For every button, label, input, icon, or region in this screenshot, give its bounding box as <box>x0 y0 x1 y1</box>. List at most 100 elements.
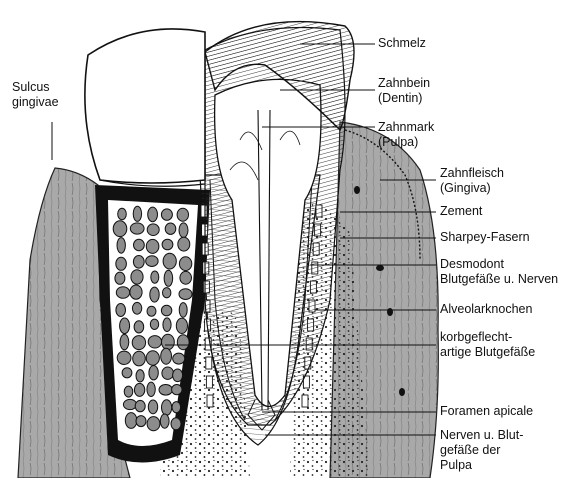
label-zahnmark-line2: (Pulpa) <box>378 135 434 150</box>
bone-cell <box>161 305 171 316</box>
bone-cell <box>162 400 172 416</box>
label-zahnbein-line1: Zahnbein <box>378 76 430 91</box>
bone-cell <box>163 253 176 269</box>
bone-cell <box>162 334 175 349</box>
bone-cell <box>130 223 144 234</box>
bone-cell <box>163 288 171 298</box>
bone-cell <box>113 221 127 237</box>
bone-cell <box>130 285 142 299</box>
bone-cell <box>177 208 188 221</box>
bone-cell <box>134 239 145 250</box>
label-zahnfleisch-line2: (Gingiva) <box>440 181 504 196</box>
bone-cell <box>160 414 169 428</box>
label-alveolarknochen: Alveolarknochen <box>440 302 532 317</box>
bone-cell <box>172 385 182 395</box>
bone-cell <box>178 237 190 251</box>
bone-cell <box>163 318 171 332</box>
bone-cell <box>120 334 129 349</box>
bone-cell <box>146 351 159 365</box>
bone-cell <box>136 370 144 382</box>
desmodont-block <box>207 395 213 407</box>
bone-cell <box>147 224 159 236</box>
bone-cell <box>122 368 132 378</box>
label-sharpey-fasern: Sharpey-Fasern <box>440 230 530 245</box>
bone-cell <box>123 399 136 409</box>
label-foramen-apicale: Foramen apicale <box>440 404 533 419</box>
bone-cell <box>148 400 157 414</box>
bone-cell <box>161 209 172 220</box>
label-sharpey-line1: Sharpey-Fasern <box>440 230 530 245</box>
bone-cell <box>179 303 187 318</box>
bone-cell <box>150 319 158 329</box>
bone-cell <box>171 418 181 430</box>
label-alveolar-line1: Alveolarknochen <box>440 302 532 317</box>
bone-cell <box>134 321 144 333</box>
bone-cell <box>117 351 131 364</box>
label-korbgeflecht: korbgeflecht- artige Blutgefäße <box>440 330 535 360</box>
desmodont-block <box>206 376 212 388</box>
label-nerven-line1: Nerven u. Blut- <box>440 428 523 443</box>
bone-cell <box>133 206 141 221</box>
label-schmelz-line1: Schmelz <box>378 36 426 51</box>
label-nerven-blutgefaesse: Nerven u. Blut- gefäße der Pulpa <box>440 428 523 473</box>
bone-cell <box>149 366 158 380</box>
label-sulcus-line2: gingivae <box>12 95 59 110</box>
bone-cell <box>116 304 126 317</box>
bone-cell <box>176 318 187 333</box>
bone-cell <box>146 256 158 267</box>
desmodont-block <box>302 395 308 407</box>
bone-cell <box>162 367 174 379</box>
label-zahnfleisch: Zahnfleisch (Gingiva) <box>440 166 504 196</box>
bone-cell <box>133 255 144 268</box>
bone-cell <box>116 257 127 270</box>
label-korb-line1: korbgeflecht- <box>440 330 535 345</box>
label-sulcus-gingivae: Sulcus gingivae <box>12 80 59 110</box>
label-zahnbein-line2: (Dentin) <box>378 91 430 106</box>
bone-cell <box>124 386 133 397</box>
label-desmodont-line1: Desmodont <box>440 257 558 272</box>
label-nerven-line2: gefäße der <box>440 443 523 458</box>
label-zahnmark-line1: Zahnmark <box>378 120 434 135</box>
label-zement-line1: Zement <box>440 204 482 219</box>
bone-cell <box>147 306 156 316</box>
bone-cell <box>132 302 141 314</box>
bone-cell <box>148 336 161 348</box>
bone-cell <box>173 353 185 364</box>
bone-cell <box>164 270 173 286</box>
bone-cell <box>146 239 159 253</box>
bone-cell <box>115 272 125 284</box>
bone-cell <box>165 223 176 234</box>
crown-cut-face <box>85 29 205 186</box>
bone-cell <box>120 318 130 334</box>
bone-cell <box>173 369 183 382</box>
bone-cell <box>133 351 146 366</box>
bone-cell <box>151 271 159 283</box>
label-zement: Zement <box>440 204 482 219</box>
bone-cell <box>134 383 144 396</box>
bone-cell <box>161 348 172 364</box>
bone-cell <box>180 271 192 284</box>
bone-cell <box>147 382 155 396</box>
bone-cell <box>179 289 192 300</box>
label-nerven-line3: Pulpa <box>440 458 523 473</box>
bone-cell <box>179 223 188 238</box>
bone-cell <box>148 207 158 222</box>
label-foramen-line1: Foramen apicale <box>440 404 533 419</box>
label-sulcus-line1: Sulcus <box>12 80 59 95</box>
bone-cell <box>135 400 145 411</box>
bone-cell <box>131 270 143 284</box>
desmodont-block <box>206 357 212 369</box>
label-desmodont-line2: Blutgefäße u. Nerven <box>440 272 558 287</box>
bone-cell <box>132 336 145 350</box>
label-desmodont: Desmodont Blutgefäße u. Nerven <box>440 257 558 287</box>
bone-cell <box>117 238 125 254</box>
bone-cell <box>125 413 137 429</box>
bone-cell <box>136 416 146 427</box>
label-korb-line2: artige Blutgefäße <box>440 345 535 360</box>
bone-cell <box>118 208 127 219</box>
bone-cell <box>179 257 191 271</box>
label-zahnfleisch-line1: Zahnfleisch <box>440 166 504 181</box>
bone-cell <box>159 385 172 396</box>
bone-cell <box>150 287 159 302</box>
